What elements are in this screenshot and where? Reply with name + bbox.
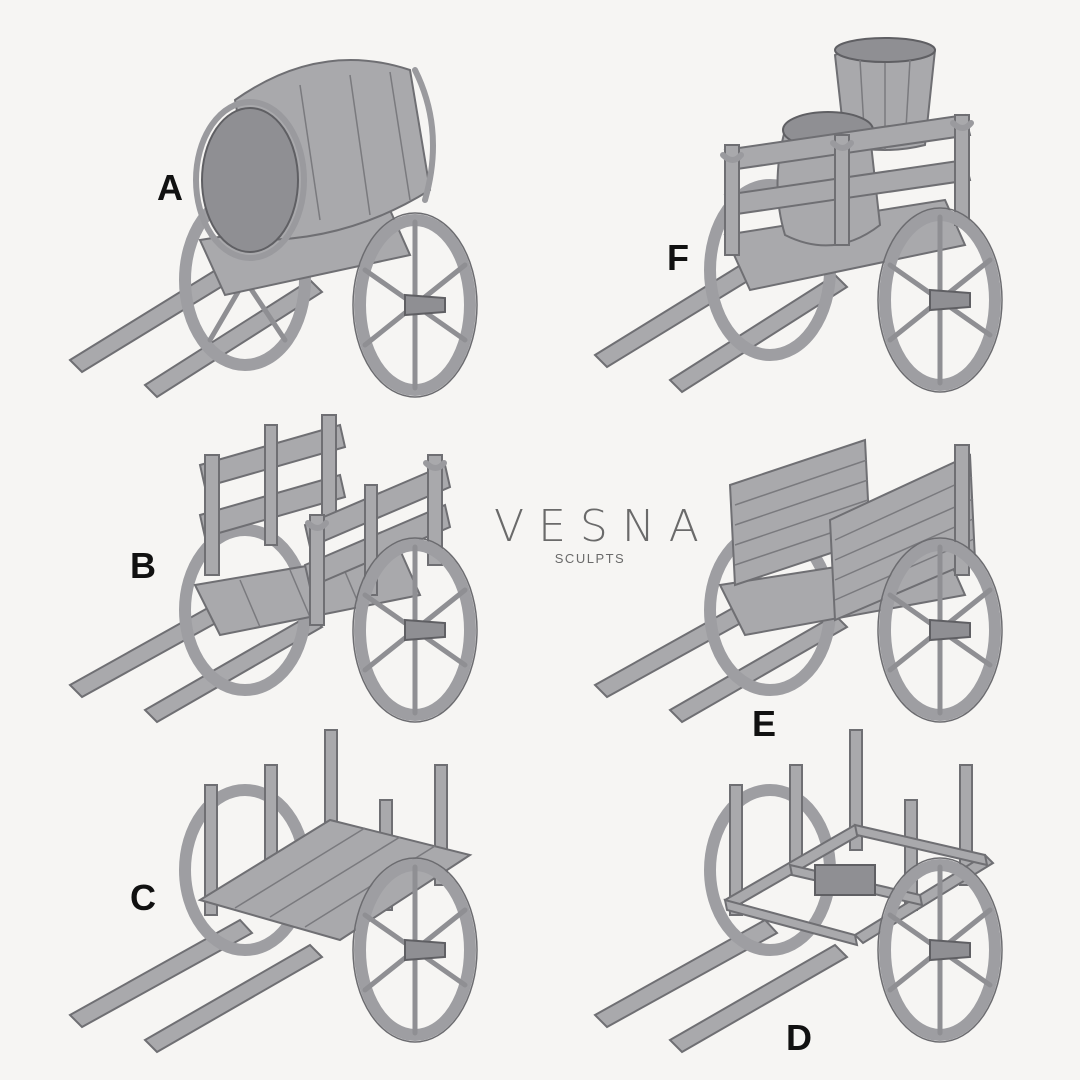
brand-subtitle: SCULPTS [554,551,626,566]
cart-variant-c [68,729,478,1054]
front-wheel [877,857,1003,1043]
brand-name: VESNA [494,501,713,552]
brand-logo: VESNA SCULPTS [480,501,713,567]
front-wheel [352,537,478,723]
variant-label-d: D [786,1017,812,1058]
front-wheel [352,857,478,1043]
variant-label-b: B [130,545,156,586]
front-wheel [877,207,1003,393]
side-rails [720,113,974,256]
front-wheel [877,537,1003,723]
cart-variant-a [68,59,478,399]
cart-variant-b [68,414,478,724]
variant-label-c: C [130,877,156,918]
variant-label-f: F [667,237,689,278]
back-rail [198,414,347,576]
variant-label-e: E [752,703,777,744]
shafts [68,918,324,1054]
shafts [593,918,849,1054]
cart-variant-f [593,37,1003,394]
variant-label-a: A [157,167,183,208]
cart-variant-e [593,438,1003,724]
cart-variant-d [593,729,1003,1054]
front-wheel [352,212,478,398]
barrel [193,59,436,261]
